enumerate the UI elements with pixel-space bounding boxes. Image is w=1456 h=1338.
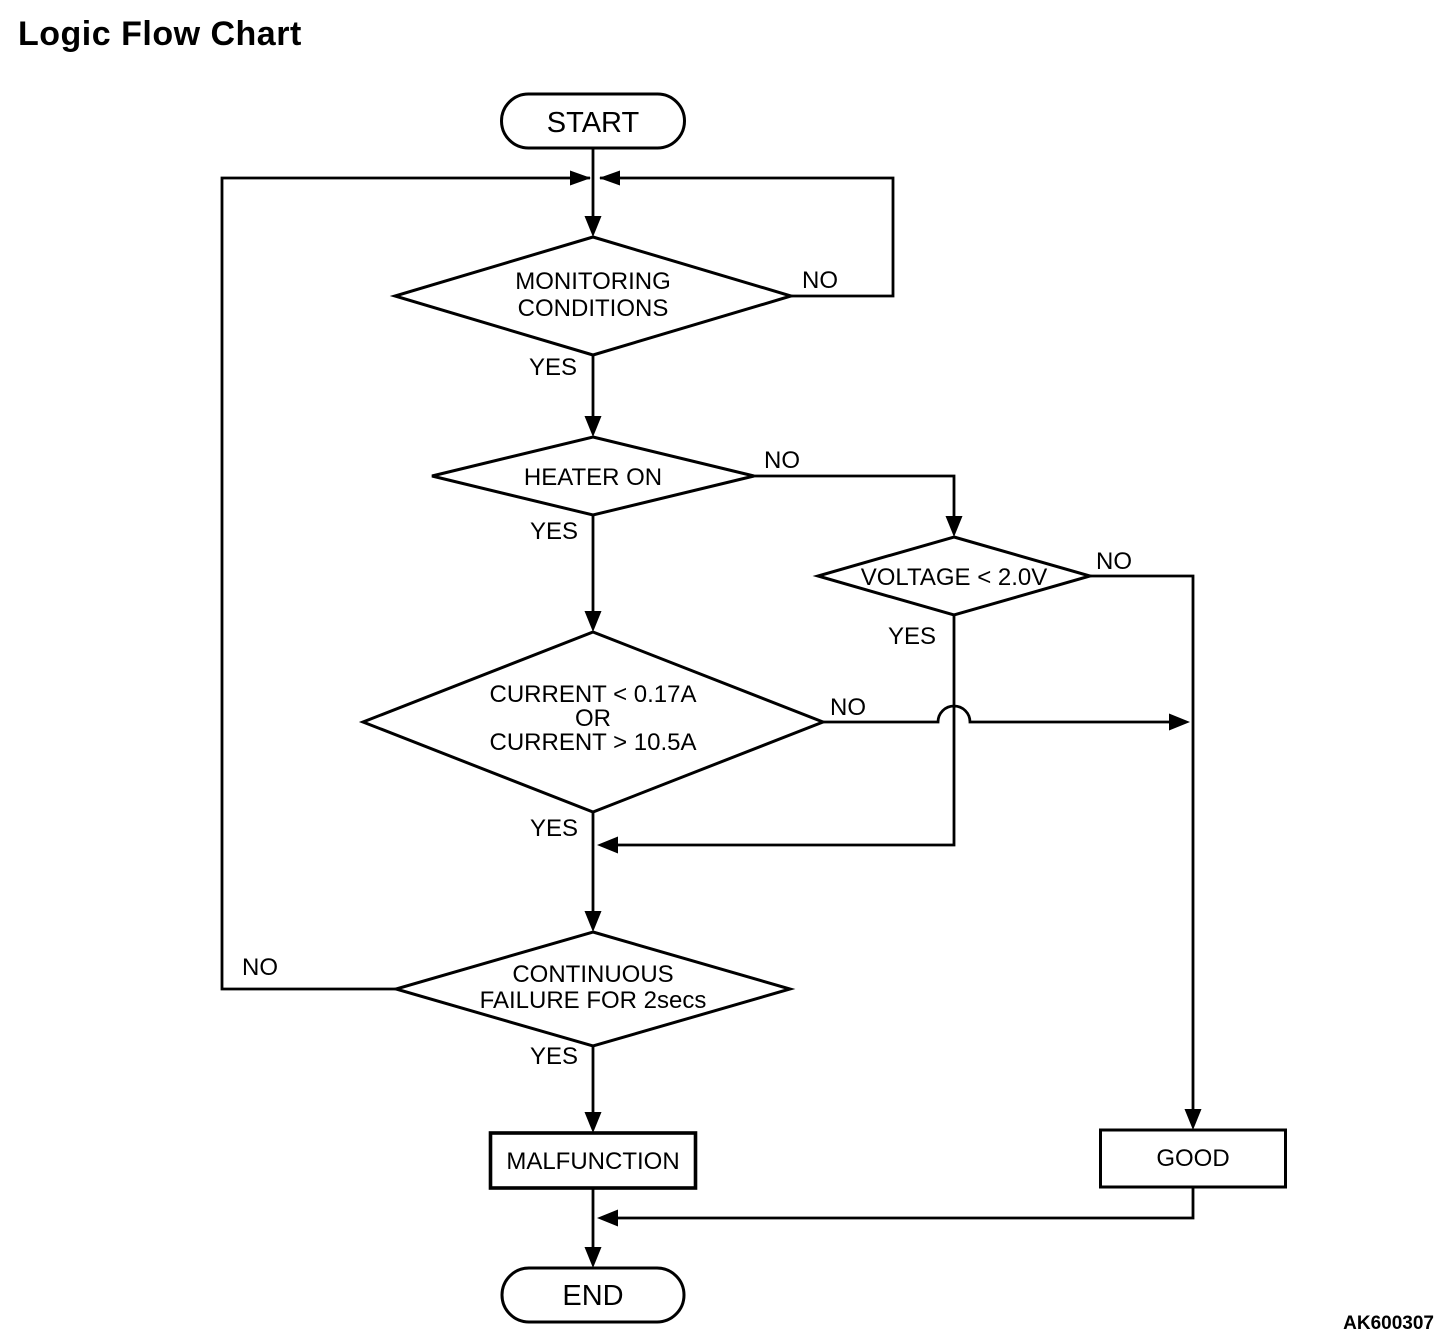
continuous-label-line2: FAILURE FOR 2secs [480,987,707,1014]
start-label: START [547,107,640,139]
arrowhead-voltage-yes-merge [597,836,618,854]
continuous-decision-shape [390,930,796,1048]
current-label-line3: CURRENT > 10.5A [490,729,697,756]
current-label-line2: OR [575,705,611,732]
end-terminator-shape [500,1266,686,1324]
edge-label-continuous-no: NO [242,954,278,981]
edge-voltage-yes [616,615,956,847]
edge-continuous-no-loop [220,176,590,991]
edge-voltage-no [1090,574,1195,1125]
arrowhead-junction-right [599,170,620,186]
edge-current-no [823,704,1172,724]
arrowhead-into-voltage [945,516,963,537]
edge-label-current-no: NO [830,694,866,721]
start-terminator-shape [500,92,686,150]
node-continuous-failure: CONTINUOUS FAILURE FOR 2secs [390,930,796,1048]
figure-code: AK600307 [1343,1313,1434,1334]
edge-label-continuous-yes: YES [530,1043,578,1070]
heater-label: HEATER ON [524,464,662,491]
node-monitoring-conditions: MONITORING CONDITIONS [389,235,797,357]
page-title: Logic Flow Chart [18,15,302,53]
edge-good-exit [616,1187,1195,1220]
voltage-label: VOLTAGE < 2.0V [861,564,1048,591]
good-label: GOOD [1156,1145,1229,1172]
arrowhead-into-malfunction [584,1112,602,1133]
node-voltage-check: VOLTAGE < 2.0V [812,535,1096,617]
node-end: END [500,1266,686,1324]
node-heater-on: HEATER ON [431,435,755,517]
edge-label-voltage-no: NO [1096,548,1132,575]
arrowhead-into-good [1184,1109,1202,1130]
arrowheads [570,170,1202,1268]
end-label: END [562,1280,623,1312]
arrowhead-good-merge [597,1209,618,1227]
arrowhead-into-heater [584,416,602,437]
edge-label-current-yes: YES [530,815,578,842]
good-process-shape [1099,1128,1287,1189]
edge-label-heater-yes: YES [530,518,578,545]
node-start: START [500,92,686,150]
edge-label-voltage-yes: YES [888,623,936,650]
monitoring-decision-shape [389,235,797,357]
edges [220,148,1195,1262]
malfunction-label: MALFUNCTION [506,1148,679,1175]
monitoring-label-line1: MONITORING [515,268,671,295]
node-malfunction: MALFUNCTION [488,1131,698,1190]
arrowhead-into-end [584,1247,602,1268]
heater-decision-shape [431,435,755,517]
edge-label-monitoring-no: NO [802,267,838,294]
arrowhead-into-continuous [584,911,602,932]
malfunction-process-shape [488,1131,698,1190]
edge-label-heater-no: NO [764,447,800,474]
arrowhead-into-current [584,611,602,632]
current-label-line1: CURRENT < 0.17A [490,681,697,708]
node-good: GOOD [1099,1128,1287,1189]
current-decision-shape [358,630,828,814]
monitoring-label-line2: CONDITIONS [518,295,669,322]
edge-label-monitoring-yes: YES [529,354,577,381]
voltage-decision-shape [812,535,1096,617]
edge-heater-no [754,474,956,532]
edge-labels: NO YES NO YES NO YES NO YES NO YES [242,267,1132,1070]
continuous-label-line1: CONTINUOUS [512,961,673,988]
arrowhead-junction-left [570,170,591,186]
arrowhead-current-no-merge [1169,713,1190,731]
node-current-check: CURRENT < 0.17A OR CURRENT > 10.5A [358,630,828,814]
edge-monitoring-no-loop [600,176,895,298]
arrowhead-into-monitoring [584,216,602,237]
